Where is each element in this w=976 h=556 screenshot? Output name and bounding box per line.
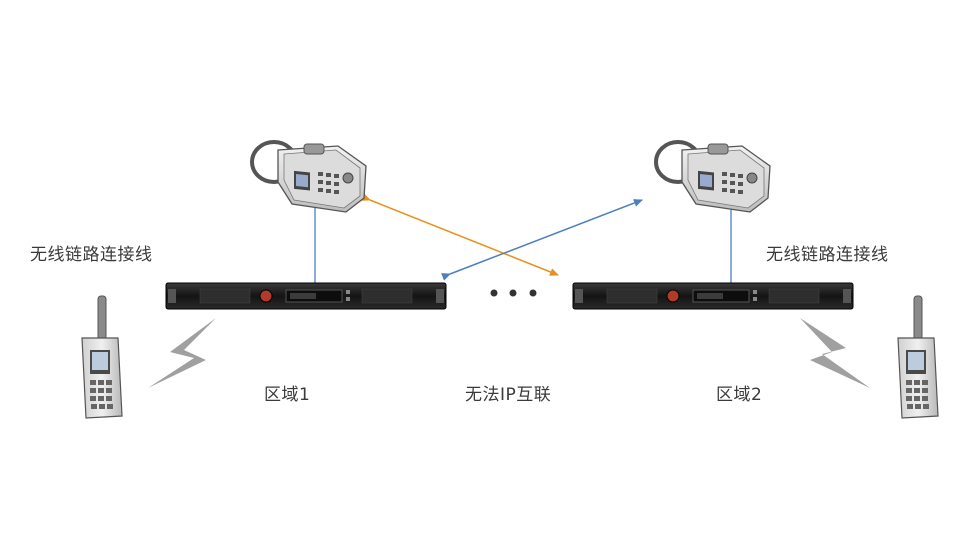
blue-cross-link — [441, 199, 643, 281]
left-wireless-label: 无线链路连接线 — [30, 245, 153, 265]
no-ip-label: 无法IP互联 — [465, 385, 552, 405]
orange-cross-link — [361, 193, 559, 276]
lightning-icon — [800, 318, 870, 388]
mobile-radio-icon — [654, 140, 771, 213]
rack-repeater-icon — [572, 282, 854, 310]
region2-label: 区域2 — [716, 385, 763, 405]
handheld-radio-icon — [81, 295, 123, 419]
rack-repeater-icon — [165, 282, 447, 310]
right-wireless-label: 无线链路连接线 — [766, 245, 889, 265]
handheld-radio-icon — [897, 295, 939, 419]
region1-label: 区域1 — [264, 385, 311, 405]
ellipsis-icon — [490, 289, 537, 297]
lightning-icon — [148, 318, 216, 388]
mobile-radio-icon — [250, 140, 367, 213]
